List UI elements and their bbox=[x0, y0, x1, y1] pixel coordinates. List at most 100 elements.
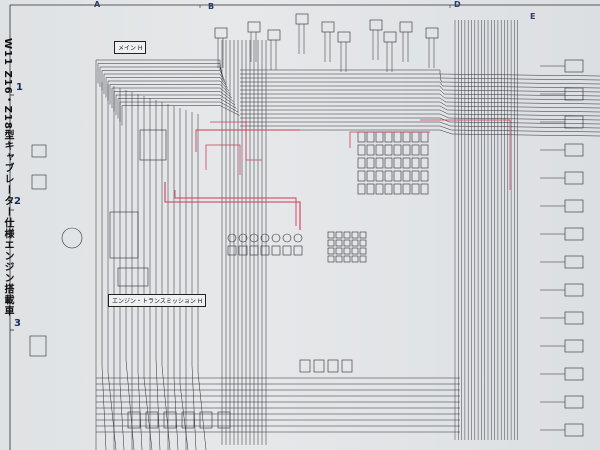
column-letter-b: B bbox=[208, 2, 215, 11]
sensor-circle-5 bbox=[282, 233, 292, 243]
bottom-center-connector-2 bbox=[327, 359, 339, 373]
bundle-a-4 bbox=[119, 88, 125, 450]
highlight-wire-5 bbox=[349, 131, 430, 148]
mid-run-4 bbox=[240, 85, 600, 93]
matrix-cell-1-0 bbox=[327, 239, 335, 247]
fuse-cell-1-1 bbox=[366, 144, 375, 156]
top-connector-3 bbox=[295, 13, 309, 25]
matrix-cell-1-2 bbox=[343, 239, 351, 247]
top-run-4 bbox=[103, 73, 227, 94]
left-connector-box bbox=[117, 267, 149, 287]
sensor-circle-0 bbox=[227, 233, 237, 243]
right-connector-12 bbox=[564, 395, 584, 409]
fuse-cell-0-3 bbox=[384, 131, 393, 143]
sensor-body-4 bbox=[271, 245, 281, 256]
top-run-7 bbox=[109, 84, 231, 105]
mid-run-5 bbox=[240, 89, 600, 97]
fuse-cell-1-7 bbox=[420, 144, 429, 156]
sensor-body-6 bbox=[293, 245, 303, 256]
sensor-circle-2 bbox=[249, 233, 259, 243]
mid-run-12 bbox=[240, 117, 600, 125]
top-run-5 bbox=[105, 77, 228, 98]
right-connector-5 bbox=[564, 199, 584, 213]
fuse-cell-1-3 bbox=[384, 144, 393, 156]
matrix-cell-2-3 bbox=[351, 247, 359, 255]
bottom-connector-1 bbox=[145, 411, 159, 429]
top-connector-5 bbox=[337, 31, 351, 43]
top-connector-0 bbox=[214, 27, 228, 39]
top-run-10 bbox=[115, 94, 236, 115]
highlight-wire-1 bbox=[164, 182, 301, 230]
mid-run-0 bbox=[240, 69, 600, 77]
highlight-wire-4 bbox=[205, 144, 241, 175]
bundle-a-17 bbox=[197, 114, 207, 450]
highlight-wire-7 bbox=[420, 119, 511, 190]
mid-run-14 bbox=[240, 125, 600, 133]
fuse-cell-2-7 bbox=[420, 157, 429, 169]
right-connector-11 bbox=[564, 367, 584, 381]
bundle-a-2 bbox=[107, 84, 117, 450]
fuse-cell-2-6 bbox=[411, 157, 420, 169]
matrix-cell-0-2 bbox=[343, 231, 351, 239]
sensor-circle-3 bbox=[260, 233, 270, 243]
top-connector-8 bbox=[399, 21, 413, 33]
bundle-a-11 bbox=[161, 102, 171, 450]
row-number-2: 2 bbox=[14, 196, 21, 207]
bundle-a-1 bbox=[101, 82, 107, 450]
bottom-connector-4 bbox=[199, 411, 213, 429]
matrix-cell-2-1 bbox=[335, 247, 343, 255]
right-connector-1 bbox=[564, 87, 584, 101]
mid-run-13 bbox=[240, 121, 600, 129]
highlight-wire-3 bbox=[195, 129, 300, 152]
right-connector-13 bbox=[564, 423, 584, 437]
left-component-2 bbox=[31, 174, 47, 190]
bottom-connector-2 bbox=[163, 411, 177, 429]
mid-run-11 bbox=[240, 113, 600, 121]
matrix-cell-3-3 bbox=[351, 255, 359, 263]
bundle-a-13 bbox=[173, 106, 179, 450]
left-component-1 bbox=[31, 144, 47, 158]
row-number-1: 1 bbox=[16, 82, 23, 93]
fuse-cell-4-6 bbox=[411, 183, 420, 195]
fuse-cell-1-2 bbox=[375, 144, 384, 156]
matrix-cell-3-2 bbox=[343, 255, 351, 263]
fuse-cell-2-0 bbox=[357, 157, 366, 169]
side-title: W11 Z16・Z18型キャブレーター仕様エンジン搭載車 bbox=[0, 38, 14, 317]
mid-run-10 bbox=[240, 109, 600, 117]
column-letter-a: A bbox=[94, 0, 101, 9]
matrix-cell-1-4 bbox=[359, 239, 367, 247]
fuse-cell-4-0 bbox=[357, 183, 366, 195]
right-connector-0 bbox=[564, 59, 584, 73]
fuse-cell-4-3 bbox=[384, 183, 393, 195]
bundle-a-14 bbox=[179, 108, 189, 450]
fuse-cell-3-7 bbox=[420, 170, 429, 182]
right-connector-10 bbox=[564, 339, 584, 353]
matrix-cell-1-3 bbox=[351, 239, 359, 247]
fuse-cell-4-2 bbox=[375, 183, 384, 195]
sensor-body-0 bbox=[227, 245, 237, 256]
top-run-0 bbox=[95, 59, 221, 80]
top-connector-2 bbox=[267, 29, 281, 41]
matrix-cell-2-2 bbox=[343, 247, 351, 255]
sensor-circle-4 bbox=[271, 233, 281, 243]
top-connector-6 bbox=[369, 19, 383, 31]
mid-run-9 bbox=[240, 105, 600, 113]
left-switch-box bbox=[139, 129, 167, 161]
row-number-3: 3 bbox=[14, 318, 21, 329]
matrix-cell-2-0 bbox=[327, 247, 335, 255]
top-connector-7 bbox=[383, 31, 397, 43]
fuse-cell-0-2 bbox=[375, 131, 384, 143]
bottom-center-connector-0 bbox=[299, 359, 311, 373]
matrix-cell-3-4 bbox=[359, 255, 367, 263]
mid-run-8 bbox=[240, 101, 600, 109]
top-connector-4 bbox=[321, 21, 335, 33]
top-run-9 bbox=[113, 91, 234, 112]
column-letter-e: E bbox=[530, 12, 536, 21]
top-run-2 bbox=[99, 66, 224, 87]
fuse-cell-2-1 bbox=[366, 157, 375, 169]
mid-run-7 bbox=[240, 97, 600, 105]
sensor-body-2 bbox=[249, 245, 259, 256]
fuse-cell-1-5 bbox=[402, 144, 411, 156]
fuse-cell-0-7 bbox=[420, 131, 429, 143]
